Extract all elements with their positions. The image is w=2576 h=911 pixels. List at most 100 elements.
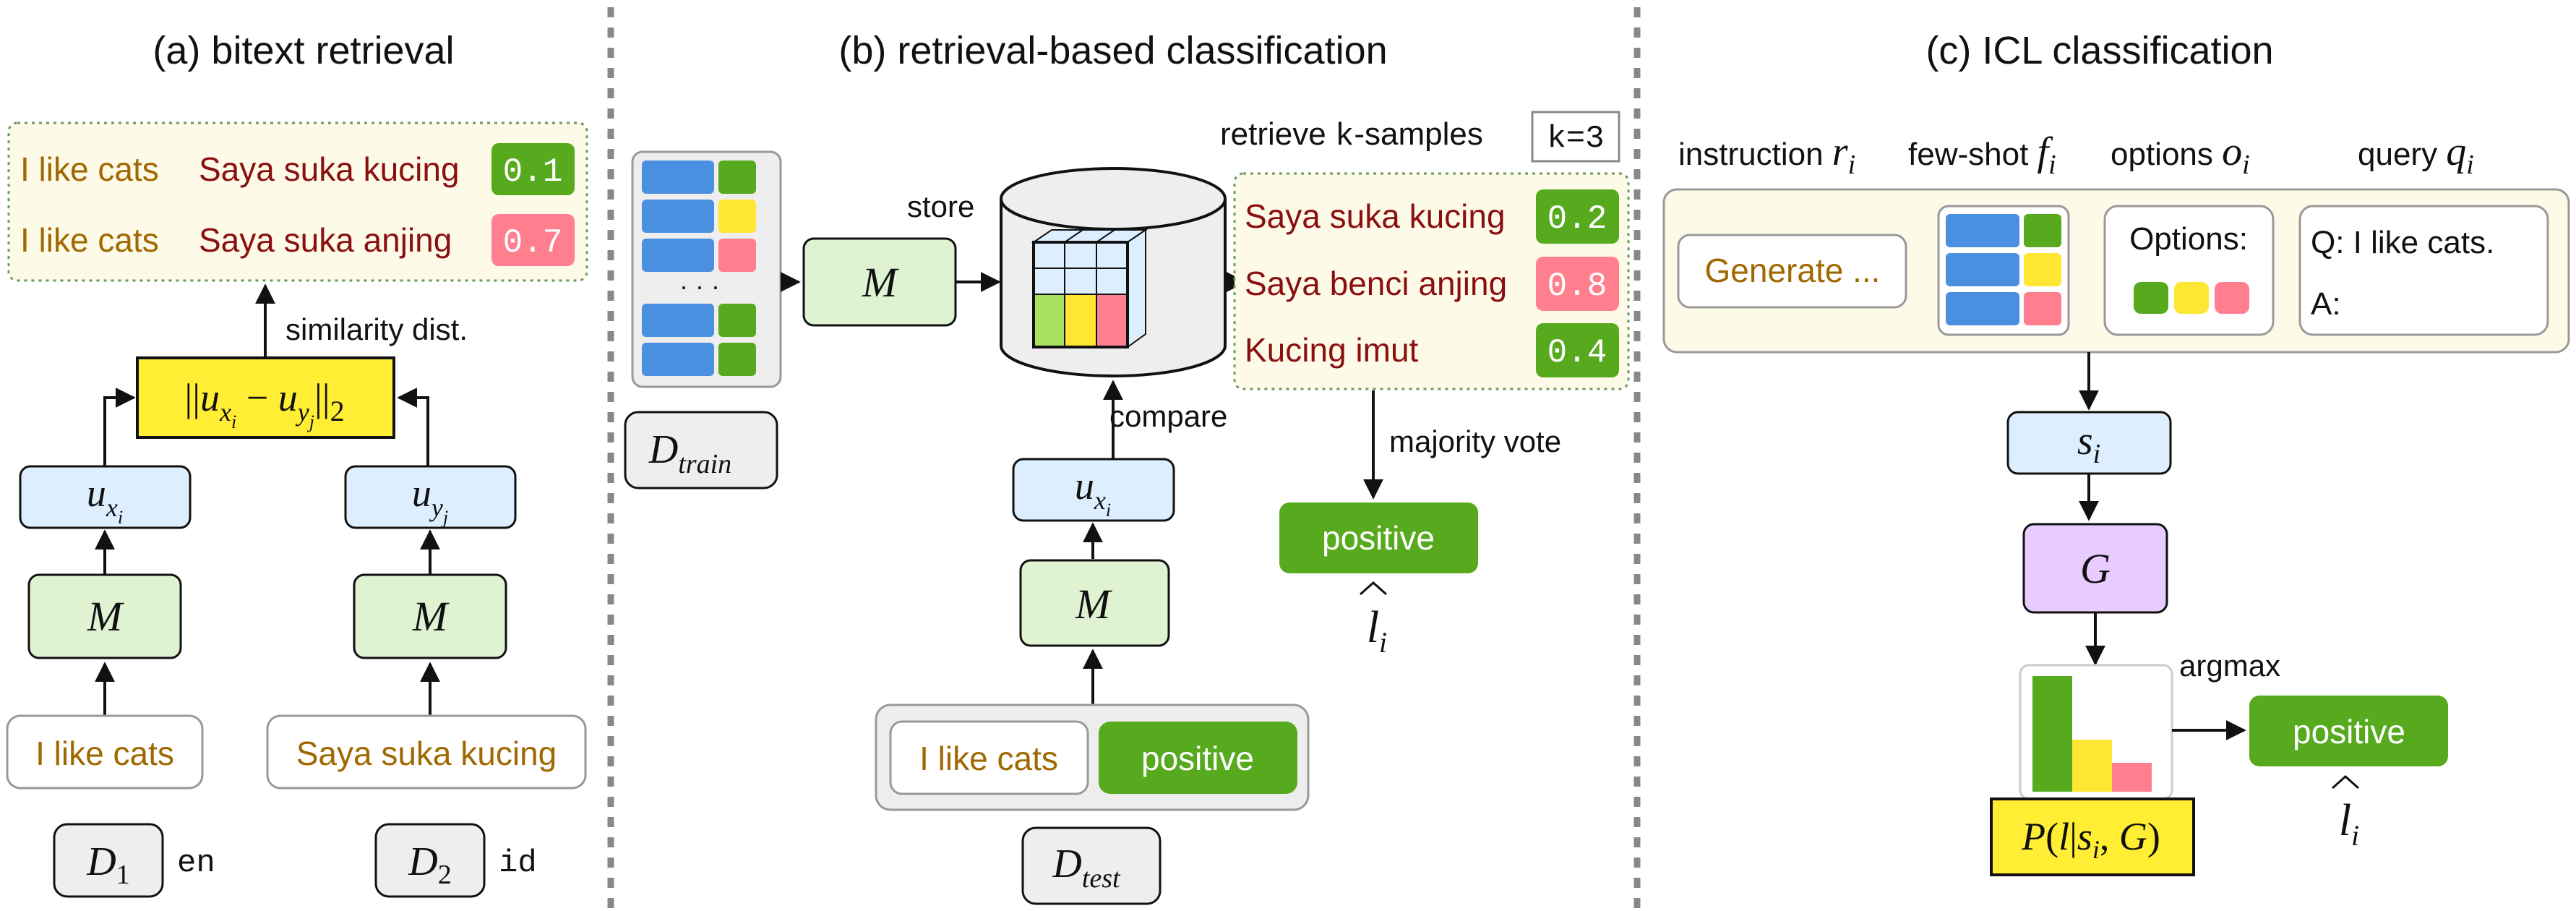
options-header: options oi xyxy=(2111,129,2250,180)
prompt-input-label: si xyxy=(2077,419,2100,469)
train-row-2-label xyxy=(718,200,756,233)
hat-mark-c xyxy=(2332,774,2359,790)
query-question: Q: I like cats. xyxy=(2311,225,2494,260)
dataset-1-lang: en xyxy=(177,845,215,881)
probability-bar-green xyxy=(2032,676,2072,792)
fewshot-row-3-text xyxy=(1946,292,2019,325)
dataset-2-label: D2 xyxy=(408,839,451,890)
candidate-2-en: I like cats xyxy=(20,221,159,259)
panel-c: (c) ICL classification instruction ri fe… xyxy=(1662,29,2570,876)
icl-output-label: positive xyxy=(2293,713,2405,750)
train-row-2-text xyxy=(642,200,714,233)
retrieved-1-score-badge xyxy=(1536,189,1619,244)
left-embedding-box xyxy=(19,465,192,529)
query-embedding-label: uxi xyxy=(1075,464,1111,521)
test-label-box xyxy=(1099,722,1297,794)
train-row-4-label xyxy=(718,304,756,337)
argmax-label: argmax xyxy=(2179,649,2280,683)
query-model-label: M xyxy=(1075,581,1112,628)
compare-label: compare xyxy=(1109,399,1227,433)
fewshot-row-1-label xyxy=(2024,214,2061,247)
train-row-3-label xyxy=(718,239,756,272)
dataset-2-box xyxy=(374,823,486,898)
candidate-1-en: I like cats xyxy=(20,150,159,188)
left-model-label: M xyxy=(87,593,124,640)
candidate-2-score: 0.7 xyxy=(503,224,563,262)
store-label: store xyxy=(907,189,974,223)
option-chip-pink xyxy=(2215,282,2249,314)
options-title: Options: xyxy=(2129,221,2248,257)
train-row-5-text xyxy=(642,343,714,376)
distance-norm-formula: ||uxi − uyj||2 xyxy=(184,376,344,432)
icl-output-box xyxy=(2249,696,2448,766)
fewshot-row-2-text xyxy=(1946,253,2019,286)
right-input-text: Saya suka kucing xyxy=(296,735,557,772)
retrieve-label: retrieve k-samples xyxy=(1220,116,1483,155)
train-data-rows: · · · xyxy=(642,161,756,376)
retrieved-2-score-badge xyxy=(1536,257,1619,311)
panel-b: (b) retrieval-based classification · · ·… xyxy=(624,29,1630,905)
panel-c-title: (c) ICL classification xyxy=(1925,29,2273,72)
probability-bars xyxy=(2032,676,2152,792)
left-input-text: I like cats xyxy=(35,735,174,772)
candidate-1-id: Saya suka kucing xyxy=(199,150,460,188)
candidate-2-id: Saya suka anjing xyxy=(199,221,452,259)
probability-formula-box xyxy=(1990,797,2195,876)
train-dataset-box xyxy=(624,411,778,489)
train-row-4-text xyxy=(642,304,714,337)
train-row-1-text xyxy=(642,161,714,194)
train-ellipsis: · · · xyxy=(679,271,720,301)
fewshot-row-1-text xyxy=(1946,214,2019,247)
retrieved-3-score: 0.4 xyxy=(1547,334,1607,372)
right-model-label: M xyxy=(412,593,450,640)
query-model-box xyxy=(1019,559,1170,647)
retrieved-1-score: 0.2 xyxy=(1547,200,1607,238)
train-row-5-label xyxy=(718,343,756,376)
test-dataset-label: Dtest xyxy=(1052,842,1121,894)
retrieved-3-text: Kucing imut xyxy=(1245,331,1419,369)
query-answer: A: xyxy=(2311,286,2341,322)
icl-predicted-label-hat: li xyxy=(2339,796,2359,852)
vector-store-icon xyxy=(1000,167,1227,377)
left-model-box xyxy=(27,573,182,659)
retrieved-1-text: Saya suka kucing xyxy=(1245,197,1506,235)
candidate-1-score-badge xyxy=(491,143,575,195)
option-chip-green xyxy=(2134,282,2168,314)
panel-a-title: (a) bitext retrieval xyxy=(153,29,454,72)
fewshot-header: few-shot fi xyxy=(1908,129,2056,180)
left-input-box xyxy=(6,714,204,790)
dataset-1-box xyxy=(53,823,164,898)
retrieved-2-text: Saya benci anjing xyxy=(1245,265,1507,302)
query-box xyxy=(2298,205,2549,336)
test-input-text: I like cats xyxy=(919,740,1058,777)
train-dataset-label: Dtrain xyxy=(648,427,731,479)
panel-a: (a) bitext retrieval I like cats Saya su… xyxy=(6,29,588,898)
output-label: positive xyxy=(1322,519,1435,557)
test-label-text: positive xyxy=(1141,740,1254,777)
probability-bar-yellow xyxy=(2072,740,2112,792)
test-input-box xyxy=(889,720,1089,795)
fewshot-row-2-label xyxy=(2024,253,2061,286)
fewshot-row-3-label xyxy=(2024,292,2061,325)
output-label-box xyxy=(1279,502,1478,573)
predicted-label-hat: li xyxy=(1367,603,1387,659)
hat-mark-b xyxy=(1360,581,1387,596)
k-badge: k=3 xyxy=(1547,121,1604,157)
test-dataset-box xyxy=(1021,826,1162,905)
similarity-label: similarity dist. xyxy=(285,312,468,346)
retrieved-3-score-badge xyxy=(1536,323,1619,377)
candidate-2-score-badge xyxy=(491,214,575,266)
index-model-label: M xyxy=(862,259,899,306)
arrow-left-u-to-norm xyxy=(103,388,136,466)
distance-norm-box xyxy=(136,356,395,439)
dataset-1-label: D1 xyxy=(86,839,129,890)
retrieved-samples-box xyxy=(1233,172,1630,390)
generator-label: G xyxy=(2080,545,2111,592)
dataset-2-lang: id xyxy=(499,845,537,881)
instruction-box xyxy=(1677,234,1907,309)
right-input-box xyxy=(266,714,587,790)
panel-b-title: (b) retrieval-based classification xyxy=(838,29,1387,72)
right-model-box xyxy=(353,573,507,659)
instruction-header: instruction ri xyxy=(1678,129,1855,180)
